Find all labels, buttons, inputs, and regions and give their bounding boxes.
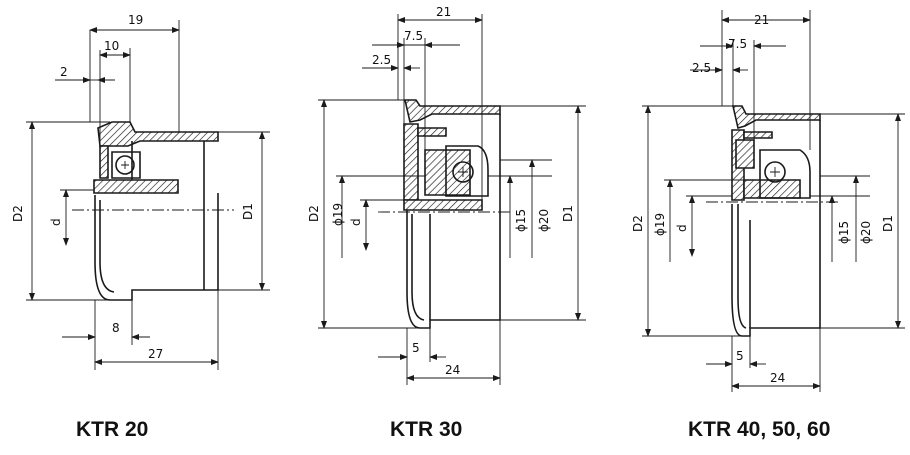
ktr40-dim-24: 24 [770, 371, 785, 385]
ktr40-dim-5: 5 [736, 349, 744, 363]
ktr20-body [72, 121, 234, 301]
ktr20-d-label: d [49, 218, 63, 226]
ktr20-d1-label: D1 [241, 203, 255, 220]
caption-ktr40-50-60: KTR 40, 50, 60 [688, 418, 831, 441]
ktr30-phi20-label: ϕ20 [537, 209, 551, 232]
ktr40-phi19-label: ϕ19 [653, 213, 667, 236]
ktr20-drawing: 19 10 2 D2 d D1 8 27 [11, 13, 270, 370]
ktr30-drawing: 21 7.5 2.5 D2 ϕ19 d ϕ15 ϕ20 D1 5 24 [307, 5, 586, 385]
ktr40-d2-label: D2 [631, 215, 645, 232]
ktr20-dim-2: 2 [60, 65, 68, 79]
ktr20-dim-10: 10 [104, 39, 119, 53]
ktr20-dim-27: 27 [148, 347, 163, 361]
ktr30-dim-5: 5 [412, 341, 420, 355]
ktr40-dim-7-5: 7.5 [728, 37, 747, 51]
ktr40-d1-label: D1 [881, 215, 895, 232]
ktr20-dimensions [26, 20, 270, 370]
ktr30-phi19-label: ϕ19 [331, 203, 345, 226]
ktr30-body [378, 99, 510, 329]
ktr30-phi15-label: ϕ15 [514, 209, 528, 232]
ktr20-dim-8: 8 [112, 321, 120, 335]
ktr30-dim-7-5: 7.5 [404, 29, 423, 43]
ktr40-phi15-label: ϕ15 [837, 221, 851, 244]
ktr40-body [706, 105, 838, 337]
ktr40-d-label: d [675, 224, 689, 232]
ktr40-dim-21: 21 [754, 13, 769, 27]
caption-ktr30: KTR 30 [390, 418, 463, 441]
caption-ktr20: KTR 20 [76, 418, 149, 441]
ktr40-dimensions [642, 10, 905, 392]
ktr30-dim-2-5: 2.5 [372, 53, 391, 67]
ktr40-dim-2-5: 2.5 [692, 61, 711, 75]
ktr40-drawing: 21 7.5 2.5 D2 ϕ19 d ϕ15 ϕ20 D1 5 24 [631, 10, 905, 392]
ktr30-dim-21: 21 [436, 5, 451, 19]
ktr40-phi20-label: ϕ20 [859, 221, 873, 244]
ktr30-dim-24: 24 [445, 363, 460, 377]
ktr30-d2-label: D2 [307, 205, 321, 222]
ktr30-dimensions [318, 14, 586, 385]
ktr20-d2-label: D2 [11, 205, 25, 222]
ktr30-d1-label: D1 [561, 205, 575, 222]
ktr20-dim-19: 19 [128, 13, 143, 27]
ktr30-d-label: d [349, 218, 363, 226]
